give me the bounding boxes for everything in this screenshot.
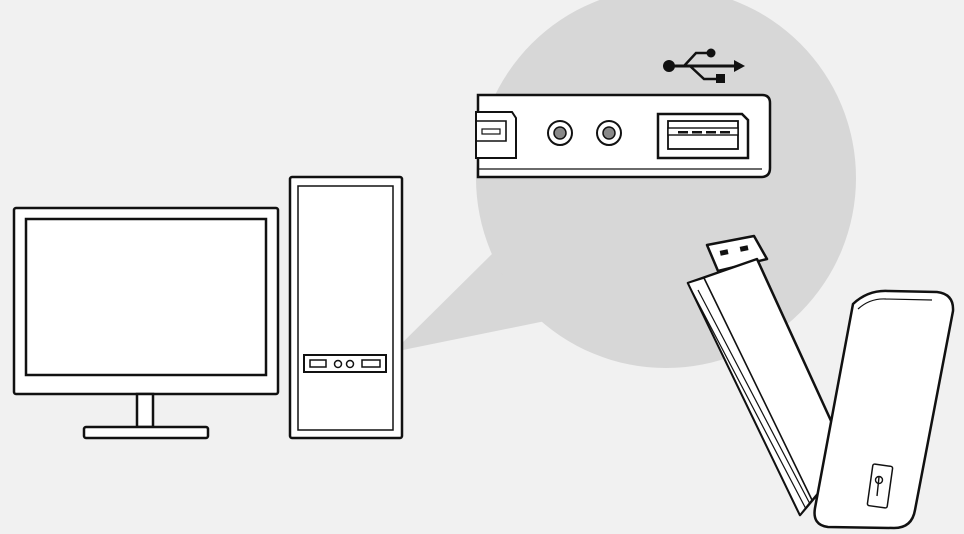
usb-pin-1 <box>678 131 688 134</box>
zoomed-usb-port-target <box>656 112 750 160</box>
tower-case <box>288 175 404 440</box>
tower-usb-port-left <box>309 359 327 368</box>
zoom-circle <box>476 0 856 368</box>
tower-audio-jack-1 <box>333 359 343 369</box>
usb-wifi-adapter <box>686 234 955 530</box>
monitor <box>12 206 280 440</box>
usb-pin-3 <box>706 131 716 134</box>
tp-link-logo-icon <box>866 463 894 509</box>
tower-audio-jack-2 <box>345 359 355 369</box>
zoomed-usb-port-partial <box>475 111 517 159</box>
zoom-callout <box>393 0 856 368</box>
monitor-base <box>82 425 210 440</box>
tower-front-panel <box>297 185 394 431</box>
tower-pc <box>288 175 404 440</box>
usb-pin-2 <box>692 131 702 134</box>
usb-pin-4 <box>720 131 730 134</box>
usb-icon <box>663 48 745 83</box>
zoomed-audio-jack-1 <box>547 120 573 146</box>
monitor-screen <box>24 217 268 377</box>
zoomed-audio-jack-2 <box>596 120 622 146</box>
zoomed-port-panel <box>475 93 772 179</box>
monitor-neck <box>135 392 155 429</box>
tower-usb-port-right <box>361 359 381 368</box>
adapter-antenna <box>813 289 955 530</box>
